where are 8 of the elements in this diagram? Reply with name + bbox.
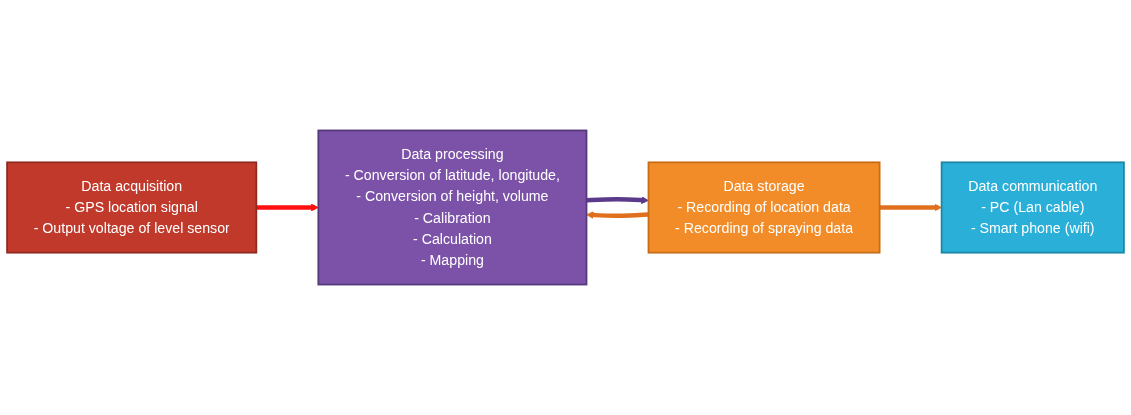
arrow (879, 203, 942, 212)
node-box: Data communication - PC (Lan cable) - Smart phone (wifi) (940, 161, 1125, 254)
node-box: Data storage - Recording of location data - Recording of spraying data (647, 161, 881, 254)
arrow (586, 211, 649, 219)
arrow (256, 203, 319, 212)
node-box: Data acquisition - GPS location signal - Output voltage of level sensor (6, 161, 258, 254)
arrow (586, 196, 649, 204)
node-box: Data processing - Conversion of latitude, longitude, - Conversion of height, volume - Calibration - Calculation - Mapping (317, 129, 588, 286)
